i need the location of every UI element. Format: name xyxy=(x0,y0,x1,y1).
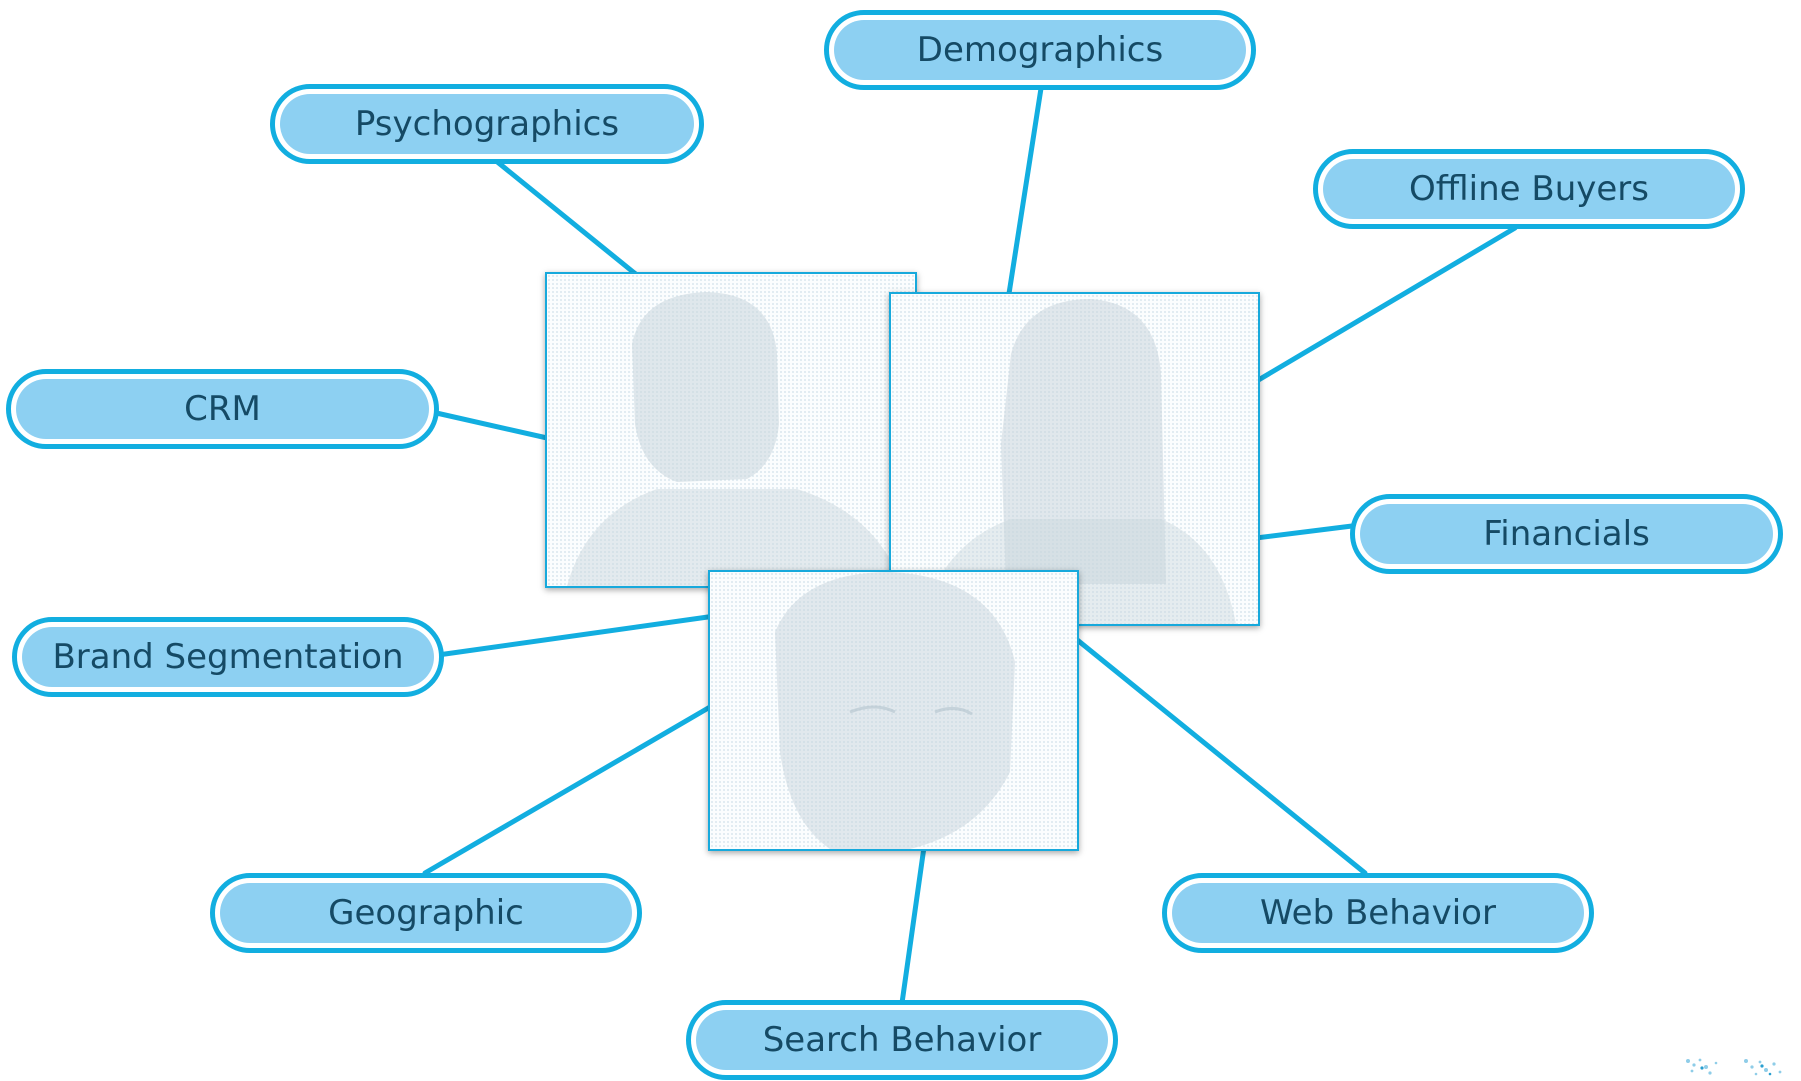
demographics-label: Demographics xyxy=(834,20,1246,80)
connector-offline-buyers xyxy=(1247,225,1518,388)
node-demographics: Demographics xyxy=(824,10,1256,90)
connector-crm xyxy=(429,409,559,443)
brand-segmentation-label: Brand Segmentation xyxy=(22,627,434,687)
offline-buyers-label: Offline Buyers xyxy=(1323,159,1735,219)
corner-logo-icon xyxy=(1686,1058,1782,1076)
node-financials: Financials xyxy=(1350,494,1783,574)
photo-man xyxy=(545,272,917,588)
connector-brand-segmentation xyxy=(435,612,725,658)
node-search-behavior: Search Behavior xyxy=(686,1000,1118,1080)
connector-search-behavior xyxy=(899,837,928,1006)
node-brand-segmentation: Brand Segmentation xyxy=(12,617,444,697)
man-portrait-icon xyxy=(567,292,902,586)
financials-label: Financials xyxy=(1360,504,1773,564)
search-behavior-label: Search Behavior xyxy=(696,1010,1108,1070)
web-behavior-label: Web Behavior xyxy=(1172,883,1584,943)
node-web-behavior: Web Behavior xyxy=(1162,873,1594,953)
photo-girl xyxy=(708,570,1079,851)
connector-financials xyxy=(1237,522,1363,543)
woman-closeup-portrait-icon xyxy=(775,572,1015,849)
node-geographic: Geographic xyxy=(210,873,642,953)
node-psychographics: Psychographics xyxy=(270,84,704,164)
crm-label: CRM xyxy=(16,379,429,439)
connector-web-behavior xyxy=(1062,627,1368,876)
geographic-label: Geographic xyxy=(220,883,632,943)
psychographics-label: Psychographics xyxy=(280,94,694,154)
node-crm: CRM xyxy=(6,369,439,449)
connector-geographic xyxy=(422,697,725,876)
connector-demographics xyxy=(1005,79,1045,303)
node-offline-buyers: Offline Buyers xyxy=(1313,149,1745,229)
